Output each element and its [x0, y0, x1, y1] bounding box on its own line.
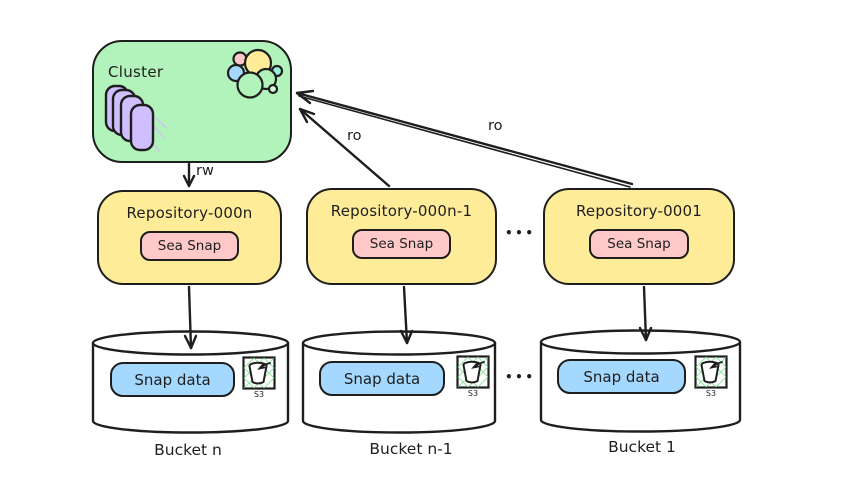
- s3-label: S3: [705, 389, 717, 398]
- bucket-1-caption: Bucket 1: [608, 438, 676, 456]
- repository-0001-box: Repository-0001 Sea Snap: [543, 188, 735, 285]
- cluster-box: Cluster: [92, 40, 292, 163]
- s3-label: S3: [253, 390, 265, 399]
- snap-data-badge: Snap data: [110, 362, 235, 397]
- repository-title: Repository-000n-1: [330, 202, 473, 220]
- repository-000n-1-box: Repository-000n-1 Sea Snap: [306, 188, 497, 285]
- s3-bucket-icon: S3: [694, 355, 728, 399]
- bucket-n-caption: Bucket n: [154, 441, 222, 459]
- repo-ellipsis: •••: [505, 226, 536, 240]
- s3-bucket-icon: S3: [456, 355, 490, 399]
- repository-000n-box: Repository-000n Sea Snap: [97, 190, 282, 285]
- bucket-ellipsis: •••: [505, 370, 536, 384]
- ro-edge-label: ro: [347, 128, 362, 144]
- sea-snap-badge: Sea Snap: [589, 229, 689, 259]
- s3-bucket-icon: S3: [242, 356, 276, 400]
- sea-snap-badge: Sea Snap: [139, 231, 240, 261]
- snap-data-badge: Snap data: [557, 359, 686, 394]
- ro-edge-label: ro: [488, 118, 503, 134]
- snap-data-badge: Snap data: [319, 361, 445, 396]
- repository-title: Repository-000n: [126, 204, 253, 222]
- bucket-n-1-caption: Bucket n-1: [369, 440, 453, 458]
- repository-title: Repository-0001: [575, 202, 703, 220]
- sea-snap-badge: Sea Snap: [351, 229, 452, 259]
- cluster-label: Cluster: [108, 63, 164, 81]
- s3-label: S3: [467, 389, 479, 398]
- rw-edge-label: rw: [196, 163, 214, 179]
- elasticsearch-logo-icon: [226, 48, 284, 99]
- node-stack-icon: [104, 84, 167, 153]
